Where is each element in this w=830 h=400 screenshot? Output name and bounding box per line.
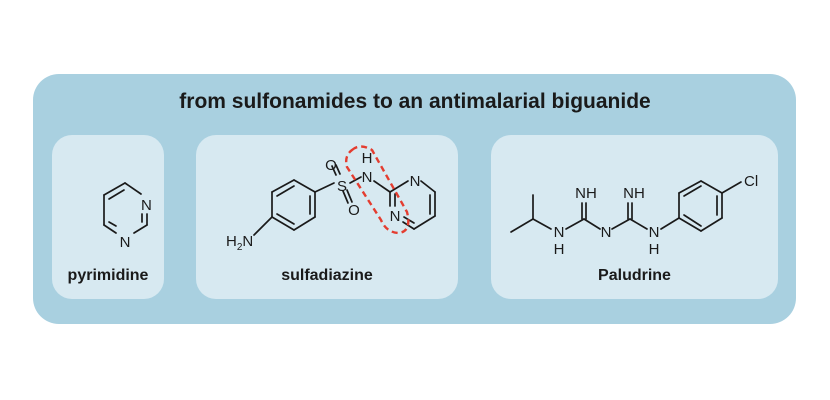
paludrine-cl-bond (721, 181, 742, 194)
sulfadiazine-sn-bond (349, 176, 362, 184)
paludrine-atom-n-mid: N (601, 224, 612, 241)
paludrine-atom-nh-left: NH (575, 185, 597, 202)
sulfadiazine-s-bond (314, 182, 335, 193)
sulfadiazine-benzene-ring (271, 179, 316, 231)
diagram-title: from sulfonamides to an antimalarial big… (179, 90, 651, 113)
sulfadiazine-atom-ring-n-top: N (410, 173, 421, 190)
paludrine-isopropyl-group (510, 194, 552, 233)
sulfadiazine-highlight-loop (344, 145, 410, 235)
sulfadiazine-card: sulfadiazine (196, 135, 458, 299)
pyrimidine-ring (103, 182, 148, 234)
paludrine-atom-cl: Cl (744, 173, 758, 190)
sulfadiazine-atom-nh-n: N (362, 169, 373, 186)
sulfadiazine-so-bottom-bond (342, 190, 349, 204)
paludrine-bond-4 (629, 218, 648, 230)
sulfadiazine-atom-ring-n-bottom: N (390, 208, 401, 225)
paludrine-bond-2 (583, 218, 601, 230)
paludrine-atom-n-right: N (649, 224, 660, 241)
pyrimidine-card: pyrimidine (52, 135, 164, 299)
sulfadiazine-atom-nh-h: H (362, 150, 373, 167)
sulfadiazine-atom-o-top: O (325, 157, 337, 174)
sulfadiazine-so-bottom-bond-2 (346, 189, 353, 203)
paludrine-bond-5 (660, 217, 680, 230)
sulfadiazine-nc-bond (373, 180, 391, 193)
sulfadiazine-nh2-bond (253, 216, 273, 236)
paludrine-atom-h-left: H (554, 241, 565, 258)
paludrine-atom-h-right: H (649, 241, 660, 258)
paludrine-label: Paludrine (598, 267, 671, 284)
sulfadiazine-atom-o-bottom: O (348, 202, 360, 219)
sulfadiazine-label: sulfadiazine (281, 267, 373, 284)
paludrine-atom-n-left: N (554, 224, 565, 241)
sulfadiazine-so-top-bond-2 (335, 164, 341, 175)
sulfadiazine-atom-s: S (337, 178, 347, 195)
paludrine-bond-1 (565, 218, 585, 230)
paludrine-phenyl-ring (678, 180, 723, 232)
pyrimidine-label: pyrimidine (67, 267, 149, 284)
paludrine-bond-3 (611, 218, 631, 230)
paludrine-card: Paludrine (491, 135, 778, 299)
pyrimidine-atom-n3: N (120, 234, 131, 251)
sulfadiazine-so-top-bond (331, 165, 337, 176)
paludrine-atom-nh-right: NH (623, 185, 645, 202)
sulfadiazine-atom-h2n: H2N (226, 233, 253, 253)
pyrimidine-atom-n1: N (141, 197, 152, 214)
